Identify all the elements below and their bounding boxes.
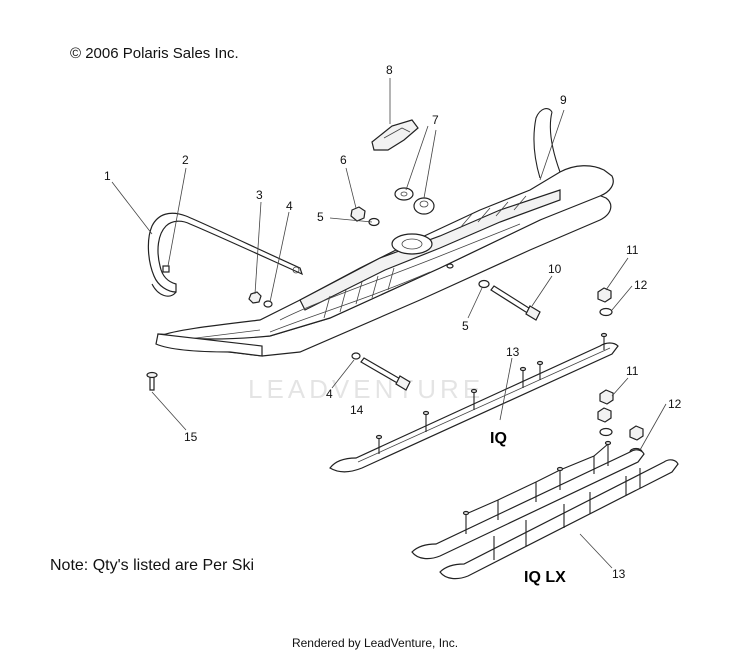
callout-12-upper: 12 xyxy=(634,278,648,292)
callout-2: 2 xyxy=(182,153,189,167)
callout-15: 15 xyxy=(184,430,198,444)
runner-iq-part-13[interactable] xyxy=(329,332,619,473)
nut-part-3[interactable] xyxy=(248,291,262,304)
callout-4-lower: 4 xyxy=(326,387,333,401)
copyright-text: © 2006 Polaris Sales Inc. xyxy=(70,45,239,62)
ski-body-part[interactable] xyxy=(155,108,614,357)
callout-9: 9 xyxy=(560,93,567,107)
callout-6: 6 xyxy=(340,153,347,167)
pin-part[interactable] xyxy=(162,265,170,273)
variant-label-iq: IQ xyxy=(490,430,507,447)
wear-pad-part-8[interactable] xyxy=(371,119,419,151)
callout-11-lower: 11 xyxy=(626,364,639,378)
bolt-part-10[interactable] xyxy=(490,285,541,321)
callout-13-iq: 13 xyxy=(506,345,520,359)
callout-13-iq-lx: 13 xyxy=(612,567,626,581)
callout-10: 10 xyxy=(548,262,562,276)
callout-5-lower: 5 xyxy=(462,319,469,333)
nut-part-6[interactable] xyxy=(350,206,366,222)
nut-part-11[interactable] xyxy=(597,287,644,441)
callout-12-lower: 12 xyxy=(668,397,682,411)
callout-1: 1 xyxy=(104,169,111,183)
watermark-text: LEADVENTURE xyxy=(248,374,484,404)
callout-7: 7 xyxy=(432,113,439,127)
callout-14: 14 xyxy=(350,403,364,417)
variant-label-iq-lx: IQ LX xyxy=(524,569,566,586)
bolt-part-14[interactable] xyxy=(360,357,411,391)
callout-3: 3 xyxy=(256,188,263,202)
screw-part-15[interactable] xyxy=(146,371,158,391)
callout-5-upper: 5 xyxy=(317,210,324,224)
runner-iq-lx-part-13[interactable] xyxy=(411,440,679,580)
render-credit-footer: Rendered by LeadVenture, Inc. xyxy=(291,636,459,650)
leader-lines xyxy=(111,78,667,569)
ski-loop-handle-part[interactable] xyxy=(147,212,304,297)
callout-4-upper: 4 xyxy=(286,199,293,213)
washer-part-4[interactable] xyxy=(263,300,361,360)
bushing-part-7[interactable] xyxy=(394,187,435,215)
callout-11-upper: 11 xyxy=(626,243,639,257)
quantity-note: Note: Qty's listed are Per Ski xyxy=(50,557,255,574)
callout-8: 8 xyxy=(386,63,393,77)
